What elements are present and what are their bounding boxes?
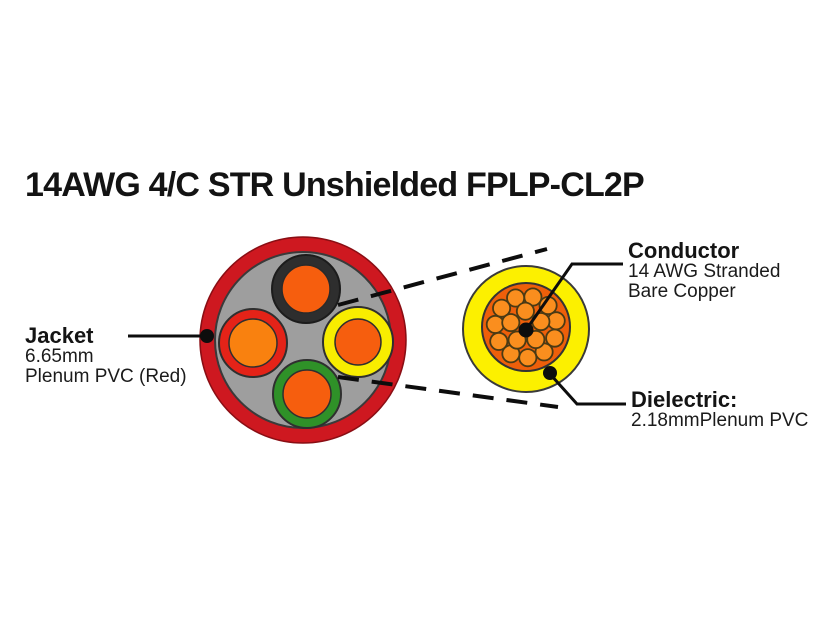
copper-strand <box>526 329 546 349</box>
copper-strand <box>489 331 509 351</box>
jacket-callout-heading: Jacket <box>25 323 94 348</box>
conductor-callout-gauge: 14 AWG Stranded <box>628 261 781 282</box>
copper-strand <box>485 314 505 334</box>
copper-strand <box>518 348 538 368</box>
zoom-guides <box>337 247 559 409</box>
jacket-leader-dot <box>200 329 214 343</box>
copper-strand <box>501 313 521 333</box>
dielectric-leader-line <box>548 372 626 406</box>
copper-strand <box>506 288 526 308</box>
conductor-callout-heading: Conductor <box>628 238 740 263</box>
jacket-callout: Jacket 6.65mm Plenum PVC (Red) <box>25 325 187 387</box>
dielectric-callout-heading: Dielectric: <box>631 387 738 412</box>
copper-strand <box>515 301 535 321</box>
leader-lines <box>128 262 626 406</box>
copper-strand <box>545 328 565 348</box>
strand-group <box>485 287 566 368</box>
conductor-bottom-core <box>282 369 332 419</box>
conductor-left-core <box>228 318 278 368</box>
jacket-callout-material: Plenum PVC (Red) <box>25 366 187 387</box>
conductor-leader-line <box>524 262 623 331</box>
copper-strand <box>492 298 512 318</box>
zoom-guide-line-top <box>337 247 548 307</box>
jacket-callout-size: 6.65mm <box>25 346 94 367</box>
conductor-callout-material: Bare Copper <box>628 281 736 302</box>
page-title: 14AWG 4/C STR Unshielded FPLP-CL2P <box>25 166 645 204</box>
zoom-guide-line-bottom <box>337 375 559 409</box>
leader-dots <box>200 322 557 380</box>
conductor-leader-dot <box>518 322 534 338</box>
dielectric-callout: Dielectric: 2.18mmPlenum PVC <box>631 389 808 431</box>
conductor-right-core <box>334 318 382 366</box>
dielectric-leader-dot <box>543 366 557 380</box>
cable-cross-section <box>199 236 407 444</box>
conductor-callout: Conductor 14 AWG Stranded Bare Copper <box>628 240 780 302</box>
conductor-top-core <box>281 264 331 314</box>
dielectric-callout-material: 2.18mmPlenum PVC <box>631 410 809 431</box>
